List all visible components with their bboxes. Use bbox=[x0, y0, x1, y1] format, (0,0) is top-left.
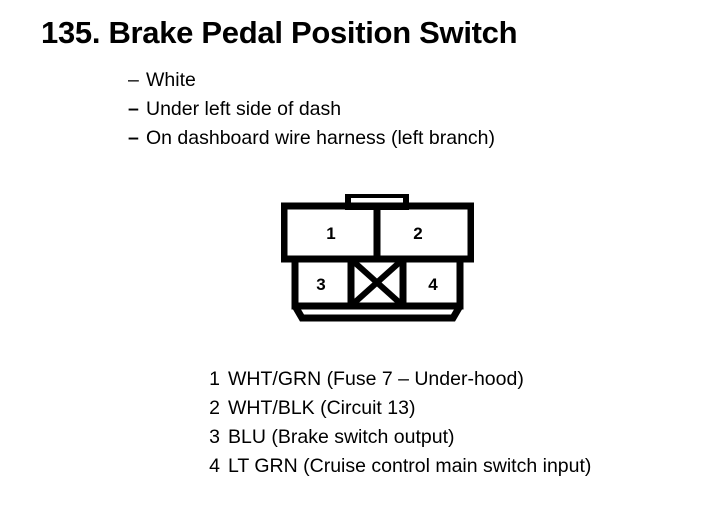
pin-legend-row: 3 BLU (Brake switch output) bbox=[200, 423, 591, 452]
connector-pin-number-1: 1 bbox=[326, 224, 335, 243]
pin-legend-description: WHT/BLK (Circuit 13) bbox=[228, 397, 416, 419]
connector-outline-graphic: 1 2 3 4 bbox=[281, 194, 474, 322]
pin-legend-row: 4 LT GRN (Cruise control main switch inp… bbox=[200, 452, 591, 481]
connector-lower-shell bbox=[291, 255, 464, 310]
note-text: On dashboard wire harness (left branch) bbox=[146, 127, 496, 149]
dash-bullet-icon: – bbox=[128, 127, 139, 149]
connector-pin-number-4: 4 bbox=[428, 275, 438, 294]
pin-legend-row: 2 WHT/BLK (Circuit 13) bbox=[200, 394, 591, 423]
pin-legend-description: LT GRN (Cruise control main switch input… bbox=[228, 455, 592, 477]
connector-bottom-lip bbox=[291, 304, 464, 322]
note-text: White bbox=[146, 69, 196, 91]
pin-legend-row: 1 WHT/GRN (Fuse 7 – Under-hood) bbox=[200, 365, 591, 394]
dash-bullet-icon: – bbox=[128, 69, 139, 91]
note-item: – On dashboard wire harness (left branch… bbox=[128, 124, 668, 153]
pin-legend-number: 2 bbox=[209, 397, 220, 419]
dash-bullet-icon: – bbox=[128, 98, 139, 120]
page-title: 135. Brake Pedal Position Switch bbox=[41, 15, 518, 50]
pin-legend: 1 WHT/GRN (Fuse 7 – Under-hood) 2 WHT/BL… bbox=[200, 365, 591, 481]
pin-legend-description: BLU (Brake switch output) bbox=[228, 426, 455, 448]
note-item: – White bbox=[128, 66, 668, 95]
pin-legend-number: 4 bbox=[209, 455, 220, 477]
note-text: Under left side of dash bbox=[146, 98, 342, 120]
pin-legend-number: 1 bbox=[209, 368, 220, 390]
connector-pin-number-2: 2 bbox=[413, 224, 422, 243]
notes-list: – White – Under left side of dash – On d… bbox=[128, 66, 668, 153]
pin-legend-number: 3 bbox=[209, 426, 220, 448]
note-item: – Under left side of dash bbox=[128, 95, 668, 124]
pin-legend-description: WHT/GRN (Fuse 7 – Under-hood) bbox=[228, 368, 524, 390]
blocked-cavity-x-icon bbox=[350, 258, 404, 307]
connector-pin-number-3: 3 bbox=[316, 275, 325, 294]
connector-diagram: 1 2 3 4 bbox=[281, 194, 474, 322]
